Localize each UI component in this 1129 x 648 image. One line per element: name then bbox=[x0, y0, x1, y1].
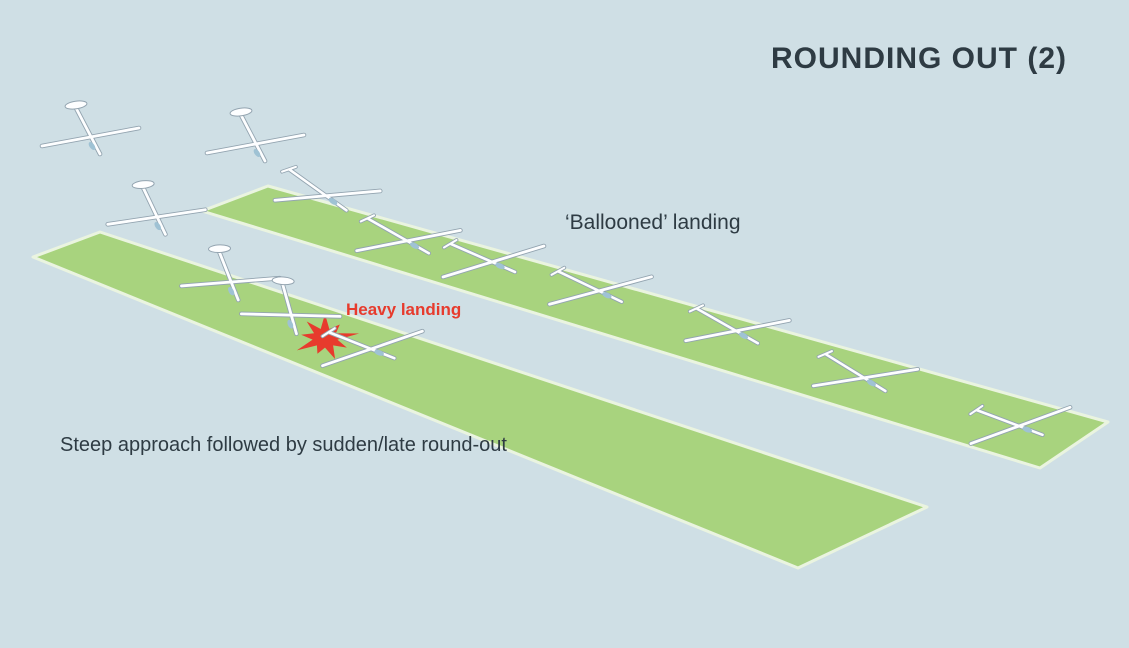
steep-approach-label: Steep approach followed by sudden/late r… bbox=[60, 434, 507, 456]
heavy-landing-label: Heavy landing bbox=[346, 300, 462, 319]
page-title: ROUNDING OUT (2) bbox=[771, 42, 1067, 75]
runway-ballooned bbox=[200, 184, 1110, 470]
ballooned-landing-label: ‘Ballooned’ landing bbox=[565, 211, 741, 234]
